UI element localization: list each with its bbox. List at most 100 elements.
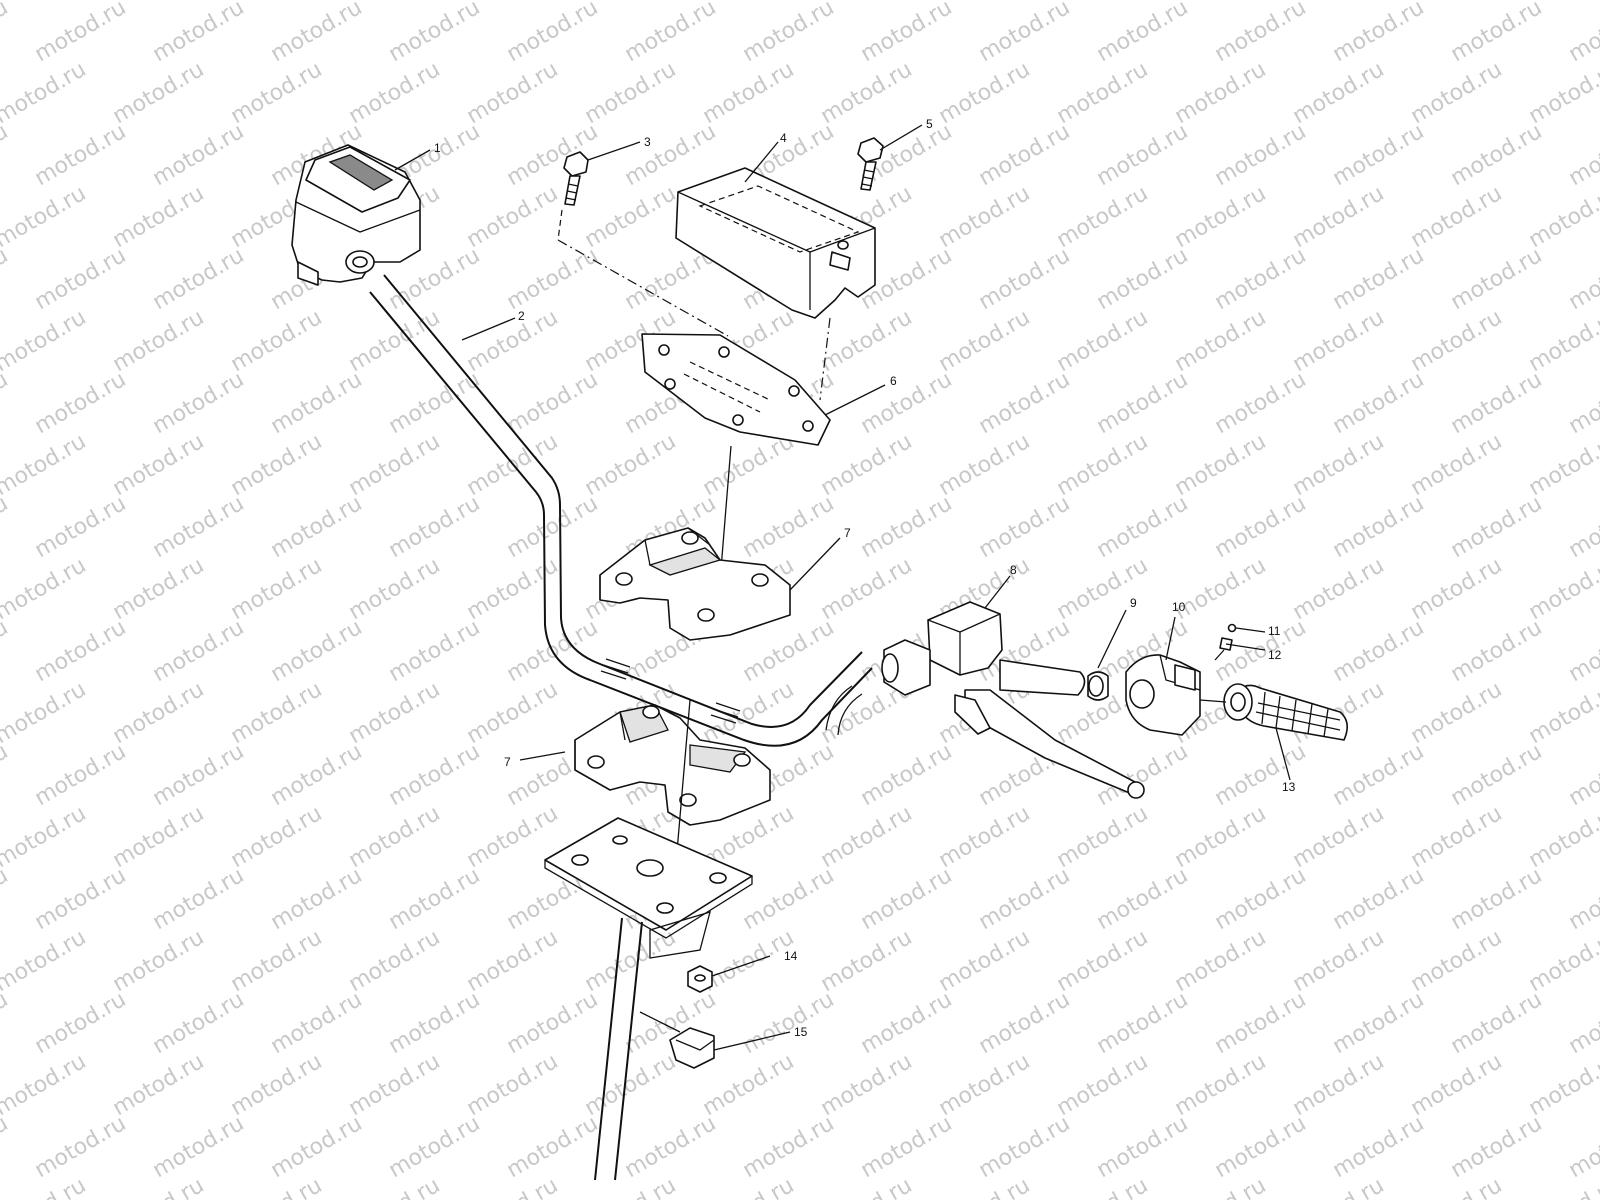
watermark-text: motod.ru — [0, 677, 90, 749]
watermark-text: motod.ru — [1407, 0, 1507, 5]
watermark-text: motod.ru — [1171, 57, 1271, 129]
master-cylinder — [881, 601, 1145, 799]
watermark-text: motod.ru — [463, 677, 563, 749]
watermark-text: motod.ru — [1053, 305, 1153, 377]
watermark-text: motod.ru — [1289, 0, 1389, 5]
bolt-left — [557, 151, 589, 241]
watermark-text: motod.ru — [0, 925, 90, 997]
watermark-text: motod.ru — [267, 1111, 367, 1183]
watermark-text: motod.ru — [1565, 1111, 1600, 1183]
watermark-text: motod.ru — [463, 925, 563, 997]
base-plate — [544, 817, 753, 939]
watermark-text: motod.ru — [1053, 429, 1153, 501]
watermark-text: motod.ru — [817, 1049, 917, 1121]
watermark-text: motod.ru — [935, 181, 1035, 253]
watermark-text: motod.ru — [267, 739, 367, 811]
watermark-text: motod.ru — [31, 615, 131, 687]
watermark-text: motod.ru — [1171, 553, 1271, 625]
watermark-text: motod.ru — [1171, 801, 1271, 873]
watermark-text: motod.ru — [463, 305, 563, 377]
watermark-text: motod.ru — [1565, 491, 1600, 563]
watermark-text: motod.ru — [227, 677, 327, 749]
watermark-text: motod.ru — [0, 305, 90, 377]
watermark-text: motod.ru — [1525, 1049, 1600, 1121]
watermark-text: motod.ru — [1171, 181, 1271, 253]
watermark-text: motod.ru — [975, 367, 1075, 439]
watermark-text: motod.ru — [1329, 615, 1429, 687]
watermark-text: motod.ru — [1329, 1111, 1429, 1183]
watermark-text: motod.ru — [0, 801, 90, 873]
watermark-text: motod.ru — [1525, 553, 1600, 625]
watermark-text: motod.ru — [0, 0, 12, 67]
watermark-text: motod.ru — [1171, 925, 1271, 997]
clamp-clip — [639, 1011, 715, 1069]
watermark-text: motod.ru — [857, 739, 957, 811]
watermark-text: motod.ru — [0, 615, 12, 687]
callout-4: 4 — [780, 131, 787, 145]
watermark-text: motod.ru — [1447, 987, 1547, 1059]
watermark-text: motod.ru — [935, 0, 1035, 5]
watermark-text: motod.ru — [1525, 181, 1600, 253]
watermark-text: motod.ru — [739, 491, 839, 563]
bushing — [1087, 671, 1109, 701]
watermark-text: motod.ru — [581, 181, 681, 253]
watermark-text: motod.ru — [1053, 925, 1153, 997]
watermark-text: motod.ru — [1329, 987, 1429, 1059]
upper-clamp — [599, 527, 791, 641]
watermark-text: motod.ru — [975, 0, 1075, 67]
watermark-text: motod.ru — [463, 57, 563, 129]
callout-3: 3 — [644, 135, 651, 149]
watermark-text: motod.ru — [1447, 615, 1547, 687]
watermark-text: motod.ru — [621, 1111, 721, 1183]
watermark-text: motod.ru — [109, 801, 209, 873]
watermark-text: motod.ru — [1053, 0, 1153, 5]
watermark-text: motod.ru — [817, 429, 917, 501]
watermark-text: motod.ru — [0, 553, 90, 625]
watermark-text: motod.ru — [227, 553, 327, 625]
watermark-text: motod.ru — [975, 491, 1075, 563]
watermark-text: motod.ru — [1211, 615, 1311, 687]
exploded-view-drawing: 1 2 3 4 5 6 7 7 8 9 10 11 12 13 14 15 — [291, 117, 1348, 1181]
watermark-text: motod.ru — [31, 243, 131, 315]
watermark-text: motod.ru — [267, 0, 367, 67]
watermark-text: motod.ru — [1171, 305, 1271, 377]
watermark-text: motod.ru — [1289, 1049, 1389, 1121]
watermark-text: motod.ru — [857, 863, 957, 935]
watermark-text: motod.ru — [1565, 367, 1600, 439]
callout-12: 12 — [1268, 648, 1282, 662]
watermark-text: motod.ru — [31, 491, 131, 563]
watermark-text: motod.ru — [0, 739, 12, 811]
watermark-text: motod.ru — [1329, 863, 1429, 935]
watermark-text: motod.ru — [385, 739, 485, 811]
watermark-text: motod.ru — [1565, 987, 1600, 1059]
watermark-text: motod.ru — [1565, 243, 1600, 315]
watermark-text: motod.ru — [1447, 367, 1547, 439]
watermark-text: motod.ru — [1447, 0, 1547, 67]
watermark-text: motod.ru — [817, 0, 917, 5]
watermark-text: motod.ru — [385, 987, 485, 1059]
hand-grip — [1199, 683, 1348, 741]
watermark-text: motod.ru — [1447, 243, 1547, 315]
watermark-text: motod.ru — [1525, 925, 1600, 997]
watermark-text: motod.ru — [935, 1049, 1035, 1121]
watermark-text: motod.ru — [31, 863, 131, 935]
leader-lines — [394, 124, 1291, 1051]
watermark-text: motod.ru — [1525, 801, 1600, 873]
watermark-text: motod.ru — [227, 429, 327, 501]
watermark-text: motod.ru — [857, 491, 957, 563]
watermark-text: motod.ru — [0, 863, 12, 935]
watermark-text: motod.ru — [1289, 801, 1389, 873]
watermark-text: motod.ru — [621, 119, 721, 191]
watermark-text: motod.ru — [227, 57, 327, 129]
watermark-text: motod.ru — [1407, 57, 1507, 129]
watermark-text: motod.ru — [1211, 367, 1311, 439]
watermark-text: motod.ru — [149, 0, 249, 67]
watermark-text: motod.ru — [817, 925, 917, 997]
watermark-text: motod.ru — [227, 925, 327, 997]
watermark-text: motod.ru — [503, 0, 603, 67]
watermark-text: motod.ru — [1093, 863, 1193, 935]
watermark-text: motod.ru — [817, 553, 917, 625]
watermark-text: motod.ru — [857, 367, 957, 439]
watermark-text: motod.ru — [1407, 181, 1507, 253]
